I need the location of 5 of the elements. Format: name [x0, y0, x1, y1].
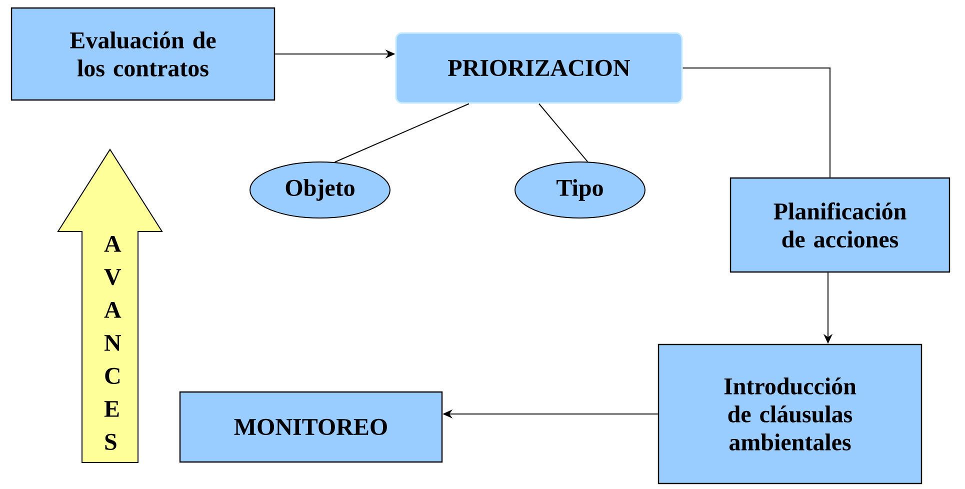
process-box: MONITOREO	[179, 391, 443, 463]
process-box: Planificación de acciones	[730, 177, 950, 273]
process-box: Evaluación de los contratos	[10, 7, 276, 101]
process-box: PRIORIZACION	[395, 32, 683, 104]
process-box: Introducción de cláusulas ambientales	[658, 344, 922, 484]
